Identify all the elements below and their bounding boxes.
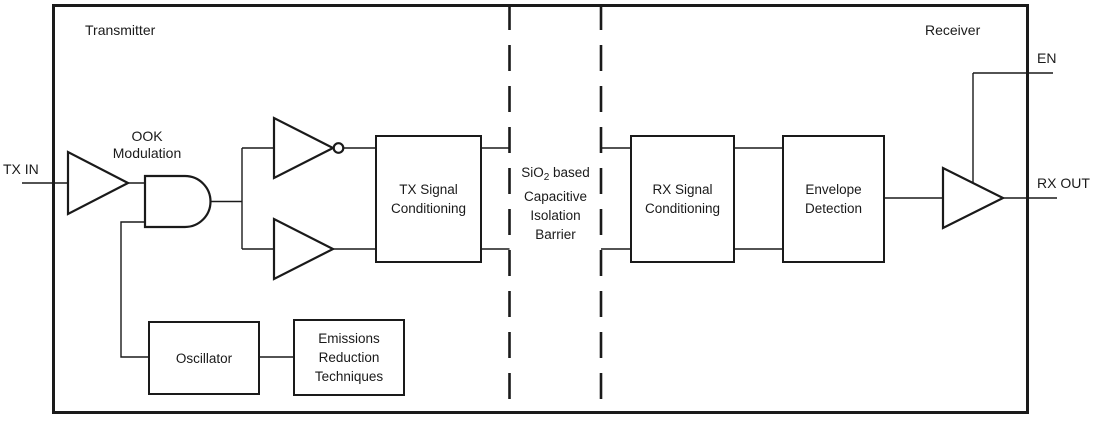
inverter-bubble-icon [332,142,345,154]
transmitter-label: Transmitter [85,22,156,38]
ook-modulation-annotation: OOK Modulation [87,128,207,161]
ook-line1: OOK [131,128,163,144]
barrier-line3: Isolation [530,208,581,223]
barrier-line2: Capacitive [523,189,588,204]
block-tx-signal-conditioning: TX Signal Conditioning [375,135,482,263]
pin-label-rx-out: RX OUT [1037,175,1090,191]
wire-oscillator-to-and [120,221,148,358]
device-outline-box [52,4,1029,414]
pin-label-en: EN [1037,50,1057,66]
barrier-line4: Barrier [535,227,576,242]
and-gate-icon [143,174,212,229]
barrier-line1: SiO2 based [521,165,590,183]
inverter-icon [272,116,336,180]
ook-line2: Modulation [112,144,182,161]
block-envelope-detection: Envelope Detection [782,135,885,263]
block-oscillator: Oscillator [148,321,260,395]
block-emissions-reduction: Emissions Reduction Techniques [293,319,405,396]
isolation-barrier-annotation: SiO2 based Capacitive Isolation Barrier [505,163,606,244]
sio2-subscript: 2 [543,172,550,183]
noninverting-buffer-icon [272,217,336,281]
receiver-label: Receiver [925,22,981,38]
tx-input-buffer-icon [66,150,131,216]
block-rx-signal-conditioning: RX Signal Conditioning [630,135,735,263]
rx-output-buffer-icon [941,166,1006,230]
pin-label-tx-in: TX IN [3,161,39,177]
